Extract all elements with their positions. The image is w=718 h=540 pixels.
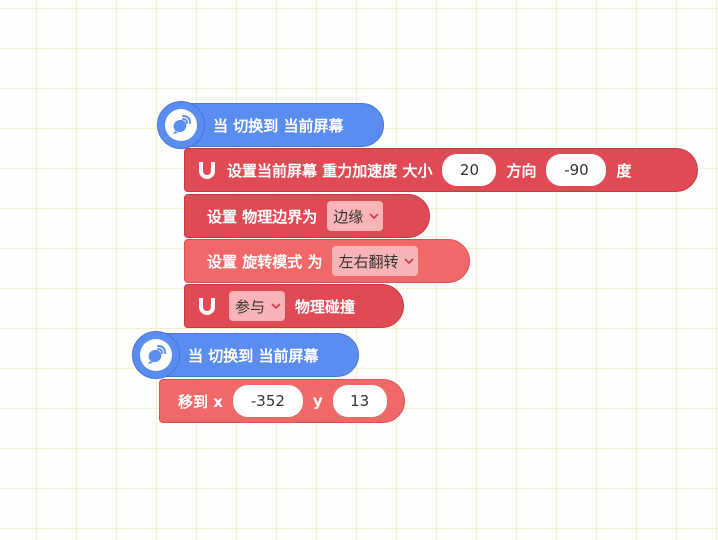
x-coordinate-input[interactable]: -352 (232, 385, 303, 417)
collision-dropdown-value: 参与 (235, 297, 266, 316)
hat-block-label: 当 切换到 当前屏幕 (213, 116, 344, 135)
physics-collision-block[interactable]: 参与 物理碰撞 (184, 284, 404, 328)
set-rotation-mode-block[interactable]: 设置 旋转模式 为 左右翻转 (184, 239, 470, 283)
y-coordinate-input[interactable]: 13 (332, 385, 387, 417)
broadcast-icon (173, 115, 191, 134)
gravity-label: 设置当前屏幕 重力加速度 大小 (227, 161, 433, 180)
degree-unit-label: 度 (616, 161, 632, 180)
broadcast-icon (148, 345, 166, 364)
hat-block-label: 当 切换到 当前屏幕 (188, 346, 319, 365)
rotation-label: 设置 旋转模式 为 (207, 252, 323, 271)
move-y-label: y (312, 392, 323, 410)
collision-label: 物理碰撞 (295, 297, 356, 316)
set-gravity-block[interactable]: 设置当前屏幕 重力加速度 大小 20 方向 -90 度 (184, 148, 698, 192)
gravity-size-input[interactable]: 20 (442, 154, 497, 186)
move-to-xy-block[interactable]: 移到 x -352 y 13 (159, 379, 405, 423)
chevron-down-icon (404, 258, 415, 264)
hat-icon-badge (132, 331, 180, 379)
magnet-icon (197, 160, 217, 180)
magnet-icon (197, 296, 217, 316)
rotation-mode-dropdown[interactable]: 左右翻转 (332, 246, 419, 276)
set-physics-boundary-block[interactable]: 设置 物理边界为 边缘 (184, 194, 430, 238)
collision-participate-dropdown[interactable]: 参与 (229, 291, 286, 321)
hat-icon-badge (157, 101, 205, 149)
chevron-down-icon (369, 213, 379, 219)
when-switch-to-screen-hat-block[interactable]: 当 切换到 当前屏幕 (132, 331, 359, 379)
chevron-down-icon (271, 303, 281, 309)
boundary-label: 设置 物理边界为 (207, 207, 318, 226)
rotation-dropdown-value: 左右翻转 (338, 252, 399, 271)
direction-label: 方向 (506, 161, 537, 180)
gravity-direction-input[interactable]: -90 (546, 154, 607, 186)
boundary-dropdown[interactable]: 边缘 (327, 201, 384, 231)
boundary-dropdown-value: 边缘 (333, 207, 364, 226)
move-x-label: 移到 x (178, 392, 223, 411)
when-switch-to-screen-hat-block[interactable]: 当 切换到 当前屏幕 (157, 101, 384, 149)
